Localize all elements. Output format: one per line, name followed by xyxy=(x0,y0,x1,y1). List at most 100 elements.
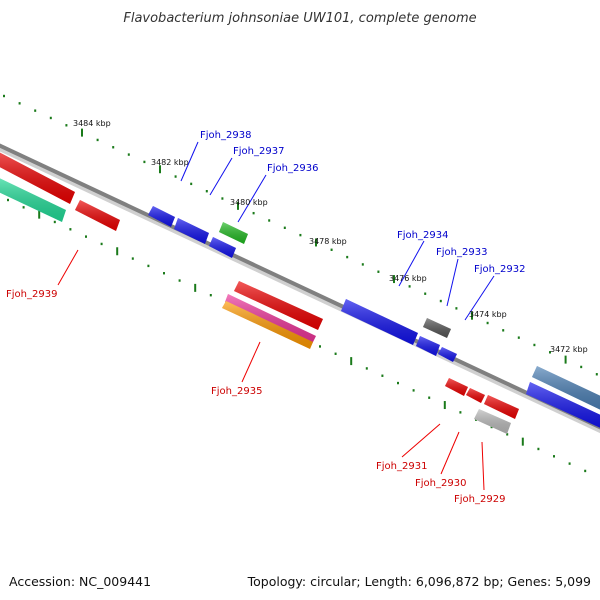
lower-track-minor-tick xyxy=(365,367,368,370)
gene-blue-fjoh-2936-a-shading xyxy=(209,237,236,258)
gene-red-fjoh-2930-shading xyxy=(466,388,485,403)
upper-track-minor-tick xyxy=(424,292,427,295)
upper-track-minor-tick xyxy=(34,109,37,112)
gene-blue-fjoh-2937-shading xyxy=(174,218,209,244)
gene-label-fjoh-2933[interactable]: Fjoh_2933 xyxy=(436,247,487,258)
upper-track-minor-tick xyxy=(283,226,286,230)
gene-label-fjoh-2937[interactable]: Fjoh_2937 xyxy=(233,146,284,157)
callout-fjoh-2937 xyxy=(209,157,233,196)
callout-fjoh-2931 xyxy=(401,423,441,458)
tick-label-3484: 3484 kbp xyxy=(73,119,111,128)
upper-track-minor-tick xyxy=(549,351,551,354)
lower-track-minor-tick xyxy=(506,433,509,436)
tick-label-3478: 3478 kbp xyxy=(309,237,347,246)
callout-fjoh-2938 xyxy=(180,141,199,182)
lower-track-minor-tick xyxy=(147,264,150,268)
gene-label-fjoh-2931[interactable]: Fjoh_2931 xyxy=(376,461,427,472)
gene-red-fjoh-2935-shading xyxy=(234,281,323,330)
gene-label-fjoh-2934[interactable]: Fjoh_2934 xyxy=(397,230,448,241)
gene-blue-fjoh-2938-shading xyxy=(148,206,175,227)
gene-orange-fjoh-2935-shading xyxy=(222,301,313,349)
gene-label-fjoh-2939[interactable]: Fjoh_2939 xyxy=(6,289,57,300)
callout-fjoh-2934 xyxy=(398,240,425,287)
callout-fjoh-2932 xyxy=(464,275,495,321)
upper-track-minor-tick xyxy=(49,116,52,120)
lower-track-minor-tick xyxy=(334,352,337,355)
lower-track-minor-tick xyxy=(397,381,399,385)
lower-track-minor-tick xyxy=(428,396,431,399)
gene-red-upper-left-shading xyxy=(0,152,75,204)
lower-track-minor-tick xyxy=(7,198,9,202)
lower-track-minor-tick xyxy=(131,257,134,260)
upper-track-minor-tick xyxy=(517,336,520,339)
upper-track-minor-tick xyxy=(330,248,333,251)
genome-backbone xyxy=(0,143,600,430)
genome-summary-text: Topology: circular; Length: 6,096,872 bp… xyxy=(247,574,591,589)
gene-blue-fjoh-2934-shading xyxy=(341,299,418,345)
upper-track-minor-tick xyxy=(299,233,302,237)
callout-fjoh-2933 xyxy=(446,258,459,307)
upper-track-minor-tick xyxy=(595,373,598,376)
accession-text: Accession: NC_009441 xyxy=(9,574,151,589)
upper-track-minor-tick xyxy=(502,329,505,332)
lower-track-minor-tick xyxy=(209,293,212,297)
upper-track-minor-tick xyxy=(127,153,130,156)
gene-red-fjoh-2931-shading xyxy=(445,378,468,396)
tick-label-3480: 3480 kbp xyxy=(230,198,268,207)
upper-track-minor-tick xyxy=(580,365,583,369)
gene-label-fjoh-2936[interactable]: Fjoh_2936 xyxy=(267,163,318,174)
upper-track-minor-tick xyxy=(252,211,255,215)
gene-label-fjoh-2938[interactable]: Fjoh_2938 xyxy=(200,130,251,141)
upper-track-minor-tick xyxy=(408,285,411,288)
callout-fjoh-2939 xyxy=(57,249,79,286)
gene-label-fjoh-2930[interactable]: Fjoh_2930 xyxy=(415,478,466,489)
lower-track-minor-tick xyxy=(85,235,87,238)
gene-features xyxy=(0,152,600,434)
upper-track-minor-tick xyxy=(533,343,536,347)
upper-track-minor-tick xyxy=(205,189,208,193)
lower-track-minor-tick xyxy=(537,447,540,451)
upper-track-minor-tick xyxy=(361,263,364,266)
callout-fjoh-2930 xyxy=(440,431,460,475)
gene-red-fjoh-2939-shading xyxy=(75,200,120,231)
upper-track-minor-tick xyxy=(96,138,99,142)
gene-gray-fjoh-2934-shading xyxy=(423,318,451,338)
gene-red-fjoh-2929-a-shading xyxy=(484,395,519,419)
gene-blue-fjoh-2932-shading xyxy=(438,347,457,362)
upper-track-minor-tick xyxy=(18,102,21,105)
upper-track-minor-tick xyxy=(346,255,349,259)
lower-track-minor-tick xyxy=(319,345,321,348)
gene-label-fjoh-2932[interactable]: Fjoh_2932 xyxy=(474,264,525,275)
upper-track-minor-tick xyxy=(377,270,380,273)
gene-label-fjoh-2929[interactable]: Fjoh_2929 xyxy=(454,494,505,505)
gene-green-fjoh-2936-shading xyxy=(219,222,248,244)
upper-track-minor-tick xyxy=(143,160,146,164)
upper-track-minor-tick xyxy=(190,182,193,186)
upper-track-minor-tick xyxy=(112,146,115,149)
lower-track-minor-tick xyxy=(163,272,165,275)
lower-track-minor-tick xyxy=(53,220,56,224)
lower-track-minor-tick xyxy=(553,455,555,458)
lower-track-minor-tick xyxy=(22,206,25,209)
upper-track-minor-tick xyxy=(439,299,442,303)
tick-label-3476: 3476 kbp xyxy=(389,274,427,283)
lower-track-minor-tick xyxy=(584,469,587,473)
callout-fjoh-2935 xyxy=(241,341,261,383)
callout-fjoh-2936 xyxy=(237,174,267,223)
tick-label-3474: 3474 kbp xyxy=(469,310,507,319)
diagram-title: Flavobacterium johnsoniae UW101, complet… xyxy=(123,11,476,26)
lower-track-minor-tick xyxy=(381,374,384,377)
tick-label-3482: 3482 kbp xyxy=(151,158,189,167)
gene-label-fjoh-2935[interactable]: Fjoh_2935 xyxy=(211,386,262,397)
lower-track-minor-tick xyxy=(568,462,571,465)
lower-track-minor-tick xyxy=(69,228,72,231)
gene-teal-left-shading xyxy=(0,178,66,222)
gene-steelblue-right-shading xyxy=(532,366,600,410)
upper-track-minor-tick xyxy=(486,321,489,325)
lower-track-minor-tick xyxy=(490,425,493,429)
lower-track-minor-tick xyxy=(412,389,415,392)
upper-track-minor-tick xyxy=(221,197,224,200)
gene-blue-right-shading xyxy=(526,382,600,428)
